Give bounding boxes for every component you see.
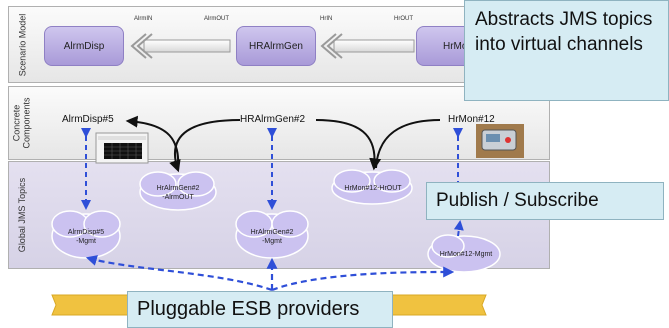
mgmt-links: [81, 128, 464, 237]
cloud-hralrmgen2-mgmt: [235, 210, 309, 259]
topic-hralrmgen2-alrmout[interactable]: HrAlrmGen#2 -AlrmOUT: [156, 185, 200, 201]
cloud-hralrmgen2-alrmout: [139, 171, 217, 211]
hrmon-device-photo: [476, 124, 524, 158]
pubsub-arrows: [125, 115, 441, 173]
channel-hrout-to-hrin: [320, 33, 415, 59]
esb-links: [85, 255, 455, 292]
component-hralrmgen2[interactable]: HRAlrmGen#2: [240, 114, 306, 125]
scenario-node-alrmdisp-label: AlrmDisp: [63, 40, 105, 52]
port-label-alrmout: AlrmOUT: [204, 16, 229, 22]
callout-publish-subscribe: Publish / Subscribe: [426, 182, 664, 220]
component-alrmdisp5[interactable]: AlrmDisp#5: [62, 114, 114, 125]
topic-hrmon12-hrout[interactable]: HrMon#12-HrOUT: [344, 185, 402, 192]
callout-pluggable-esb: Pluggable ESB providers: [127, 291, 393, 328]
alrmdisp-screenshot-image: [95, 132, 149, 164]
port-label-hrout: HrOUT: [394, 16, 413, 22]
component-hrmon12[interactable]: HrMon#12: [448, 114, 495, 125]
port-label-hrin: HrIN: [320, 16, 333, 22]
cloud-hrmon12-mgmt: [427, 234, 501, 273]
scenario-node-hralrmgen[interactable]: HRAlrmGen: [236, 26, 316, 66]
cloud-hrmon12-hrout: [331, 169, 413, 205]
topic-hrmon12-mgmt[interactable]: HrMon#12-Mgmt: [439, 251, 493, 258]
scenario-node-hrmon-label: HrMo: [443, 40, 468, 52]
topic-hralrmgen2-mgmt[interactable]: HrAlrmGen#2 -Mgmt: [250, 229, 294, 245]
cloud-alrmdisp5-mgmt: [51, 210, 121, 259]
scenario-node-hralrmgen-label: HRAlrmGen: [249, 40, 303, 52]
channel-alrmout-to-alrmin: [130, 33, 231, 59]
topic-alrmdisp5-mgmt[interactable]: AlrmDisp#5 -Mgmt: [67, 229, 105, 245]
port-label-alrmin: AlrmIN: [134, 16, 153, 22]
callout-abstracts-jms: Abstracts JMS topics into virtual channe…: [464, 0, 669, 101]
scenario-node-alrmdisp[interactable]: AlrmDisp: [44, 26, 124, 66]
